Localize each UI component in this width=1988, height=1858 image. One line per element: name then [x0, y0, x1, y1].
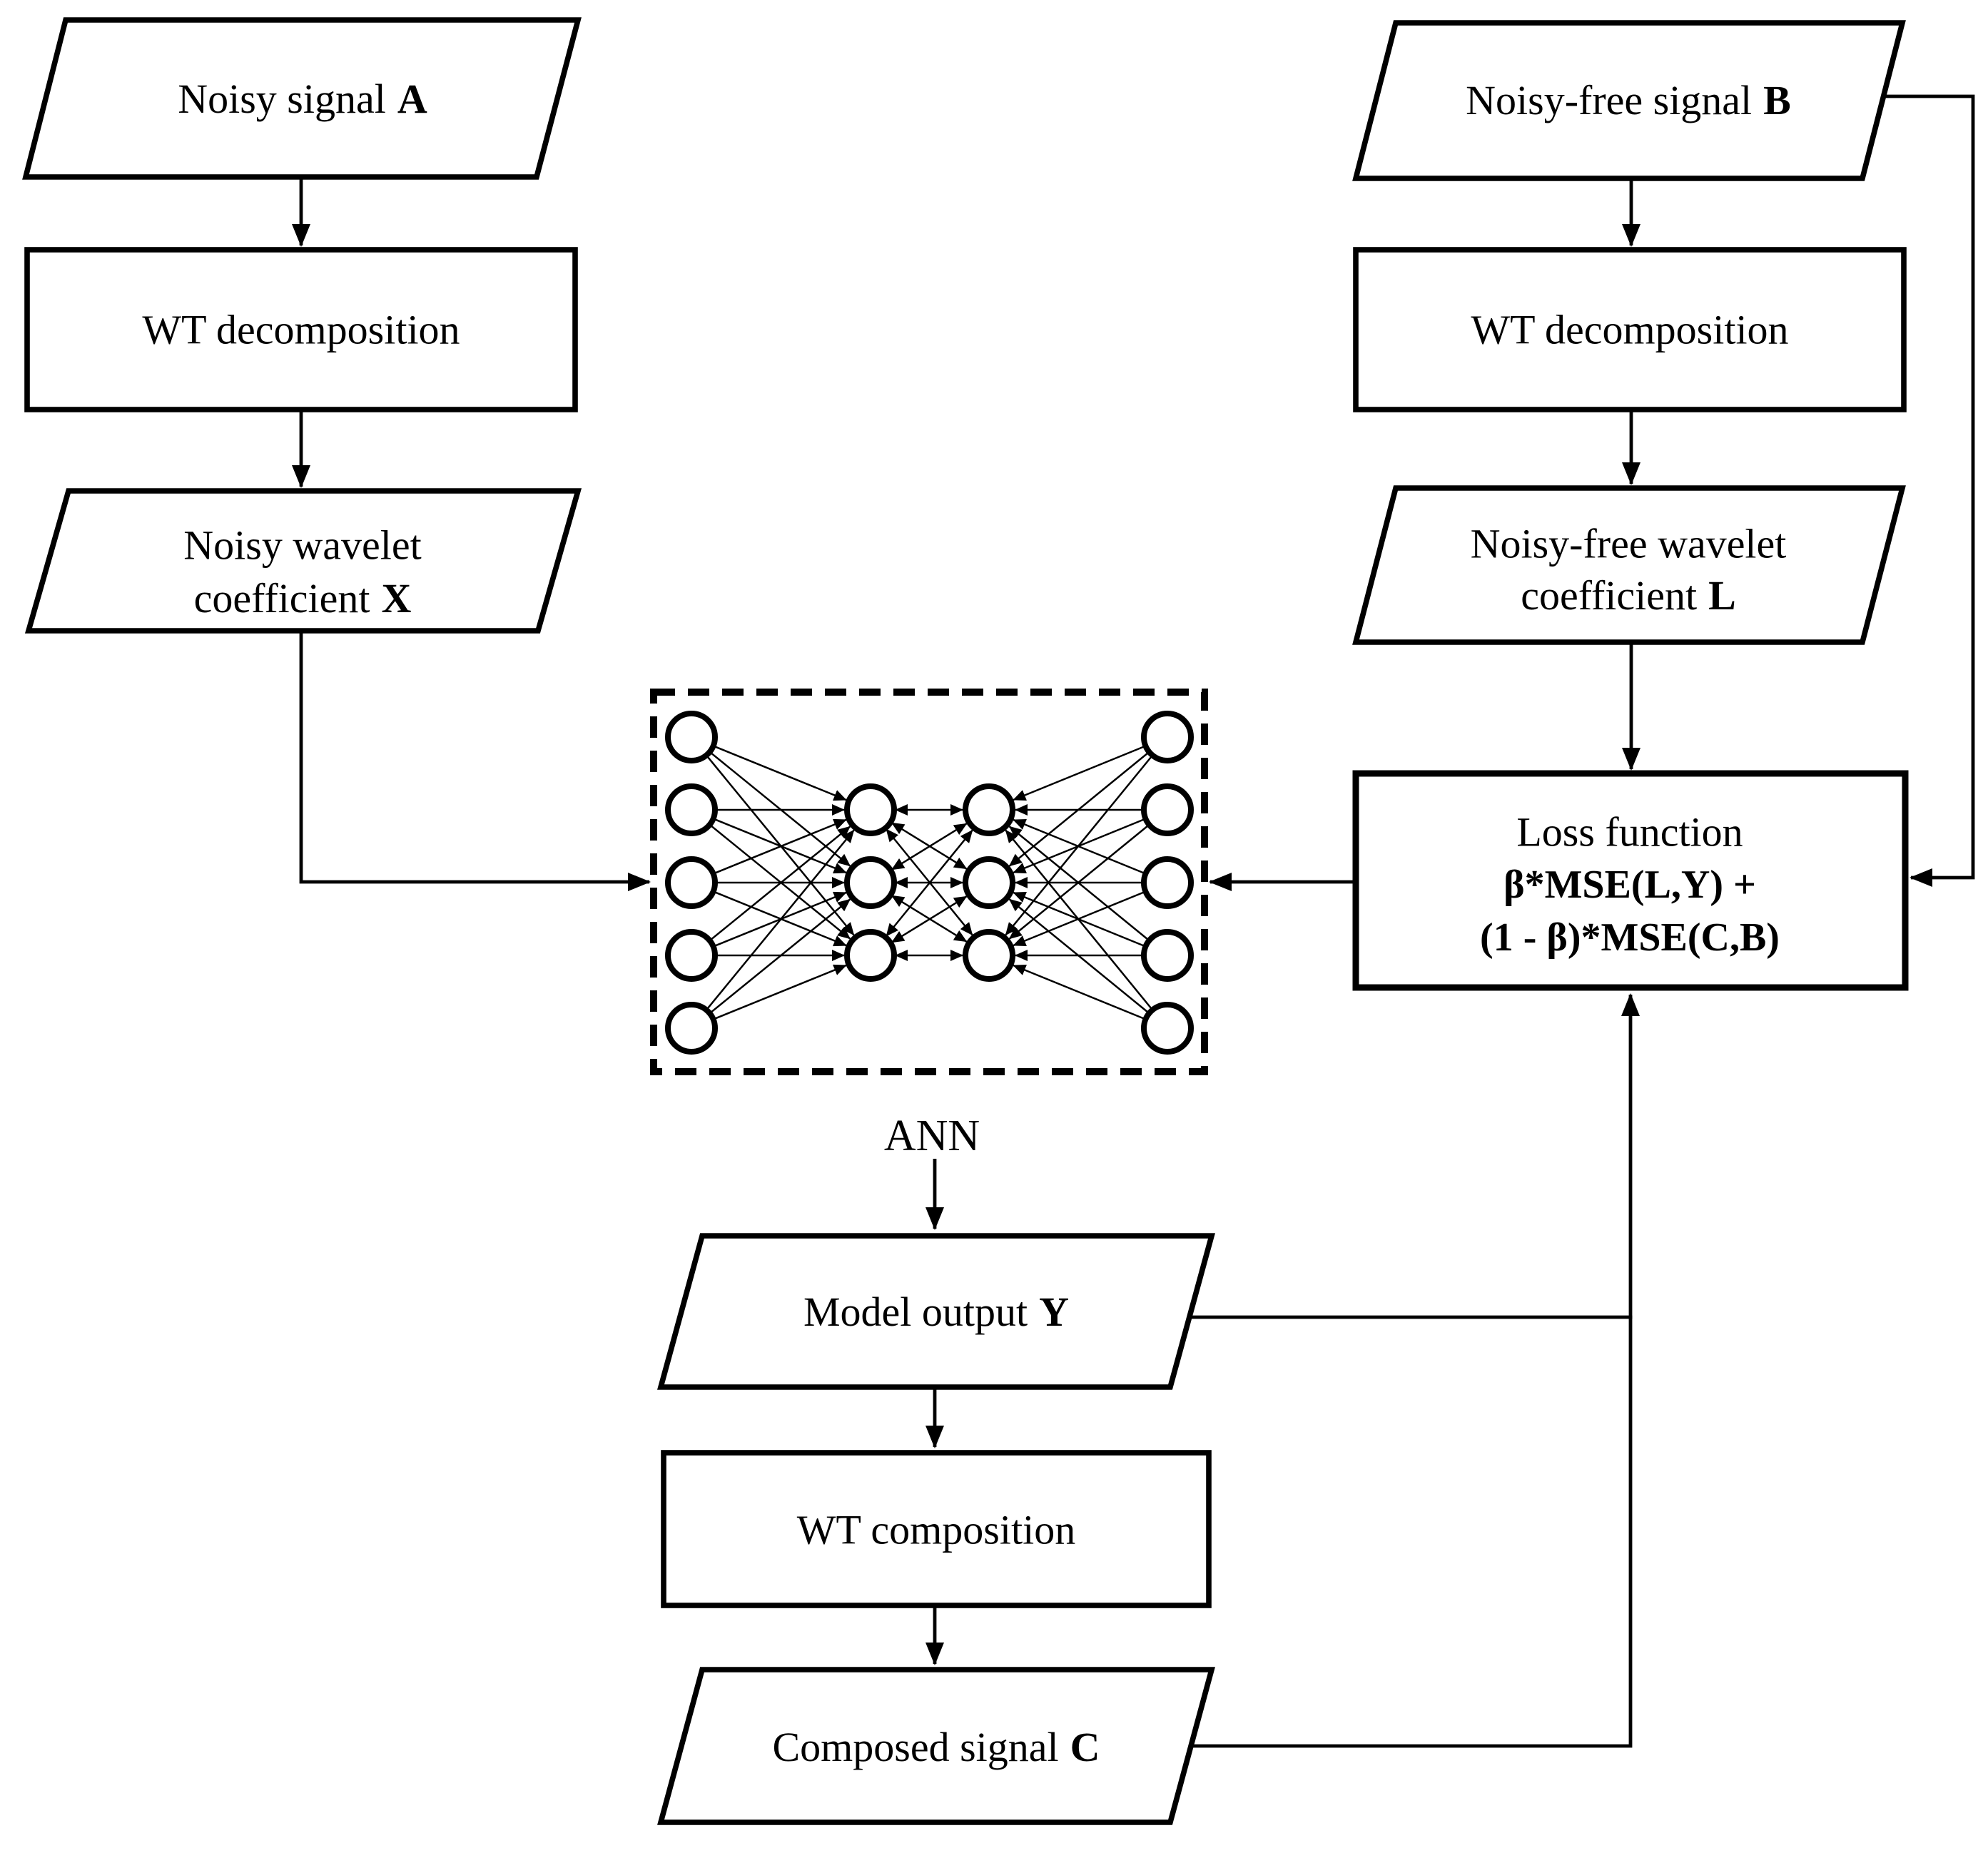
- ann-connection: [1013, 818, 1145, 874]
- ann-hidden2-node: [963, 856, 1015, 909]
- ann-node: ANN: [650, 689, 1208, 1160]
- arrow-noisy-wavelet-to-ann: [299, 631, 651, 891]
- wt-decomposition-left-node: WT decomposition: [24, 247, 578, 412]
- ann-connection: [1008, 898, 1149, 1013]
- ann-connection: [1013, 964, 1145, 1020]
- ann-hidden2-node: [963, 783, 1015, 836]
- wt-decomposition-left-rect: [24, 247, 578, 412]
- noisy-wavelet-parallelogram: [24, 488, 582, 634]
- connectors: [292, 94, 1975, 1748]
- composed-signal-parallelogram: [657, 1667, 1215, 1825]
- loss-function-line3: (1 - β)*MSE(C,B): [1480, 915, 1780, 960]
- ann-label: ANN: [884, 1112, 980, 1160]
- loss-function-node: Loss function β*MSE(L,Y) + (1 - β)*MSE(C…: [1352, 770, 1909, 991]
- ann-input-node: [665, 1002, 718, 1055]
- ann-connection: [714, 964, 847, 1020]
- wt-decomposition-left-label: WT decomposition: [142, 307, 460, 353]
- ann-input-node: [665, 856, 718, 909]
- ann-hidden1-node: [844, 783, 897, 836]
- noisy-free-wavelet-line1: Noisy-free wavelet: [1471, 521, 1787, 567]
- ann-connection: [1005, 829, 1152, 1010]
- ann-connection: [710, 898, 851, 1013]
- noisy-free-signal-parallelogram: [1352, 20, 1906, 181]
- ann-output-node: [1141, 929, 1194, 982]
- wt-composition-label: WT composition: [797, 1507, 1075, 1553]
- wt-composition-node: WT composition: [661, 1450, 1212, 1608]
- ann-output-node: [1141, 856, 1194, 909]
- loss-function-line2: β*MSE(L,Y) +: [1503, 863, 1756, 907]
- ann-hidden1-node: [844, 856, 897, 909]
- ann-output-node: [1141, 783, 1194, 836]
- loss-function-line1: Loss function: [1516, 809, 1743, 856]
- noisy-wavelet-line1: Noisy wavelet: [183, 522, 421, 569]
- ann-hidden2-node: [963, 929, 1015, 982]
- arrow-signal-b-to-loss: [1882, 94, 1975, 887]
- wt-decomposition-right-rect: [1353, 247, 1907, 412]
- noisy-signal-parallelogram: [22, 17, 582, 180]
- arrow-composed-to-loss: [1190, 993, 1640, 1748]
- ann-connection: [714, 818, 847, 874]
- ann-connection: [714, 746, 847, 801]
- ann-dashed-box: [650, 689, 1208, 1075]
- ann-output-node: [1141, 711, 1194, 763]
- ann-network: [665, 711, 1194, 1055]
- wt-decomposition-right-node: WT decomposition: [1353, 247, 1907, 412]
- wt-decomposition-right-label: WT decomposition: [1471, 307, 1788, 353]
- ann-connection: [1013, 746, 1145, 801]
- ann-connection: [1008, 826, 1149, 940]
- ann-connection: [891, 895, 968, 943]
- ann-input-node: [665, 711, 718, 763]
- ann-output-node: [1141, 1002, 1194, 1055]
- loss-function-rect: [1352, 770, 1909, 991]
- ann-connection: [710, 826, 851, 940]
- ann-connection: [706, 829, 855, 1010]
- wt-composition-rect: [661, 1450, 1212, 1608]
- ann-input-node: [665, 929, 718, 982]
- ann-hidden1-node: [844, 929, 897, 982]
- ann-input-node: [665, 783, 718, 836]
- model-output-parallelogram: [657, 1233, 1215, 1390]
- noisy-free-wavelet-parallelogram: [1352, 485, 1906, 645]
